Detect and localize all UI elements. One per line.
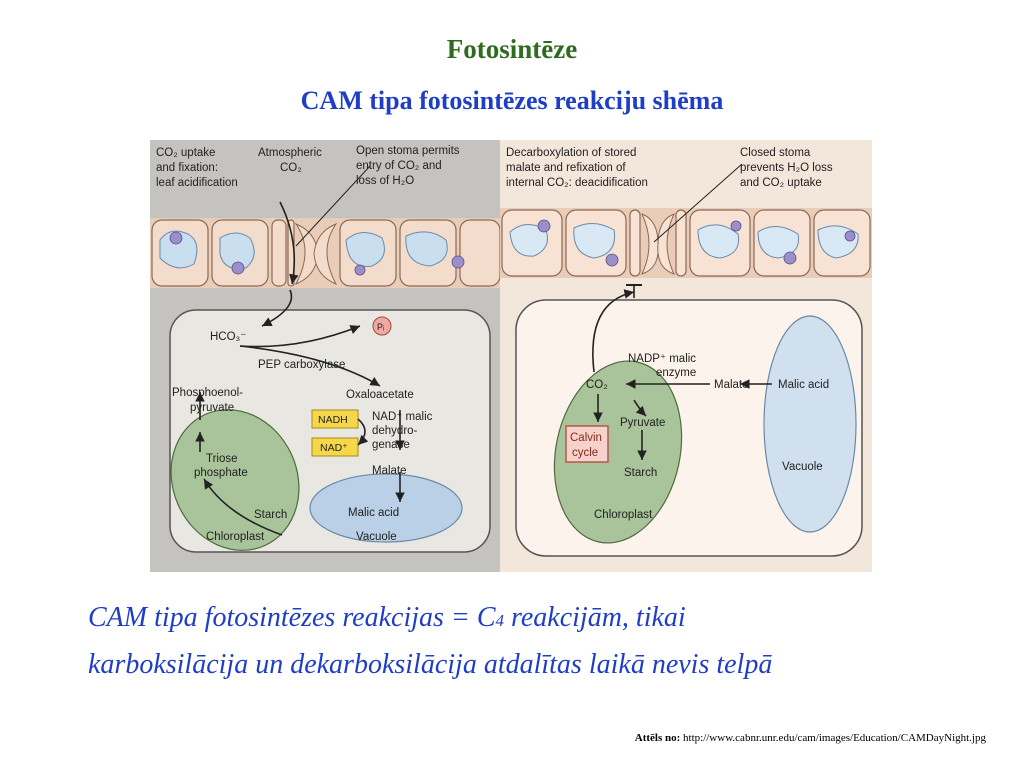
night-nad: NAD⁺: [320, 442, 348, 454]
caption: CAM tipa fotosintēzes reakcijas = C4 rea…: [88, 596, 968, 687]
night-vacuole-blob-1: [159, 230, 198, 269]
night-pep-line-1: Phosphoenol-: [172, 387, 243, 399]
image-credit: Attēls no: http://www.cabnr.unr.edu/cam/…: [635, 732, 986, 744]
night-malic-acid: Malic acid: [348, 507, 399, 519]
night-atmospheric-line-1: Atmospheric: [258, 147, 322, 159]
day-chloroplast-label: Chloroplast: [594, 509, 653, 521]
night-malic-dh-line-3: genase: [372, 439, 410, 451]
caption-line-1-b: reakcijām, tikai: [504, 602, 686, 633]
day-nadp-enzyme-line-1: NADP⁺ malic: [628, 353, 696, 365]
caption-line-1: CAM tipa fotosintēzes reakcijas = C4 rea…: [88, 596, 968, 643]
night-vacuole-blob-4: [405, 231, 448, 267]
night-vacuole-label: Vacuole: [356, 531, 397, 543]
day-closed-stoma-line-3: and CO₂ uptake: [740, 177, 822, 189]
night-hco3: HCO₃⁻: [210, 331, 246, 343]
night-malate: Malate: [372, 465, 407, 477]
night-uptake-line-3: leaf acidification: [156, 177, 238, 189]
day-decarbox-line-2: malate and refixation of: [506, 162, 626, 174]
calvin-box: [565, 425, 609, 463]
nad-box: [311, 437, 359, 457]
day-stoma-pointer: [653, 163, 743, 243]
day-vacuole-label: Vacuole: [782, 461, 823, 473]
slide-title: Fotosintēze: [446, 34, 578, 64]
night-vacuole: [309, 473, 463, 543]
night-uptake-line-2: and fixation:: [156, 162, 218, 174]
night-pi: Pᵢ: [377, 322, 384, 332]
night-atmospheric-line-2: CO₂: [280, 162, 302, 174]
night-open-stoma-line-2: entry of CO₂ and: [356, 160, 442, 172]
night-chloroplast: [170, 409, 300, 551]
night-malic-dh-line-2: dehydro-: [372, 425, 418, 437]
day-guard-cell-right: [657, 213, 675, 275]
day-decarbox-line-1: Decarboxylation of stored: [506, 147, 636, 159]
caption-line-1-a: CAM tipa fotosintēzes reakcijas = C: [88, 602, 496, 633]
night-nadh: NADH: [318, 414, 348, 426]
caption-line-2: karboksilācija un dekarboksilācija atdal…: [88, 649, 773, 680]
pi-circle: [372, 316, 392, 336]
day-pyruvate: Pyruvate: [620, 417, 665, 429]
day-closed-stoma-line-1: Closed stoma: [740, 147, 811, 159]
day-co2: CO₂: [586, 379, 608, 391]
day-closed-stoma-line-2: prevents H₂O loss: [740, 162, 833, 174]
night-oxaloacetate: Oxaloacetate: [346, 389, 414, 401]
caption-line-1-sub: 4: [495, 611, 505, 630]
night-triose-line-1: Triose: [206, 453, 238, 465]
cam-diagram: CO₂ uptake and fixation: leaf acidificat…: [150, 140, 872, 572]
day-malic-acid: Malic acid: [778, 379, 829, 391]
night-open-stoma-line-3: loss of H₂O: [356, 175, 414, 187]
night-stoma-pointer: [295, 165, 371, 247]
day-guard-cell-left: [641, 213, 659, 275]
day-malate: Malate: [714, 379, 749, 391]
credit-url: http://www.cabnr.unr.edu/cam/images/Educ…: [683, 732, 986, 744]
day-vacuole: [763, 315, 857, 533]
night-pep-line-2: pyruvate: [190, 402, 234, 414]
night-chloroplast-label: Chloroplast: [206, 531, 265, 543]
night-vacuole-blob-2: [219, 232, 255, 270]
night-uptake-line-1: CO₂ uptake: [156, 147, 215, 159]
night-starch: Starch: [254, 509, 287, 521]
night-malic-dh-line-1: NAD⁺ malic: [372, 411, 433, 423]
night-vacuole-blob-3: [345, 232, 385, 267]
night-pep-carboxylase: PEP carboxylase: [258, 359, 345, 371]
day-arrows: [592, 289, 772, 460]
day-calvin-line-1: Calvin: [570, 432, 602, 444]
credit-label: Attēls no:: [634, 732, 681, 744]
day-chloroplast: [553, 360, 683, 544]
day-nadp-enzyme-line-2: enzyme: [656, 367, 696, 379]
day-epidermal-cells: [501, 209, 871, 277]
day-calvin-line-2: cycle: [572, 447, 598, 459]
night-arrows: [195, 201, 405, 536]
day-decarbox-line-3: internal CO₂: deacidification: [506, 177, 648, 189]
night-open-stoma-line-1: Open stoma permits: [356, 145, 460, 157]
night-guard-cell-left: [294, 222, 319, 285]
slide-subtitle: CAM tipa fotosintēzes reakciju shēma: [300, 86, 724, 115]
night-triose-line-2: phosphate: [194, 467, 248, 479]
day-starch: Starch: [624, 467, 657, 479]
night-guard-cell-right: [313, 222, 338, 285]
cam-diagram-svg: CO₂ uptake and fixation: leaf acidificat…: [150, 140, 872, 572]
